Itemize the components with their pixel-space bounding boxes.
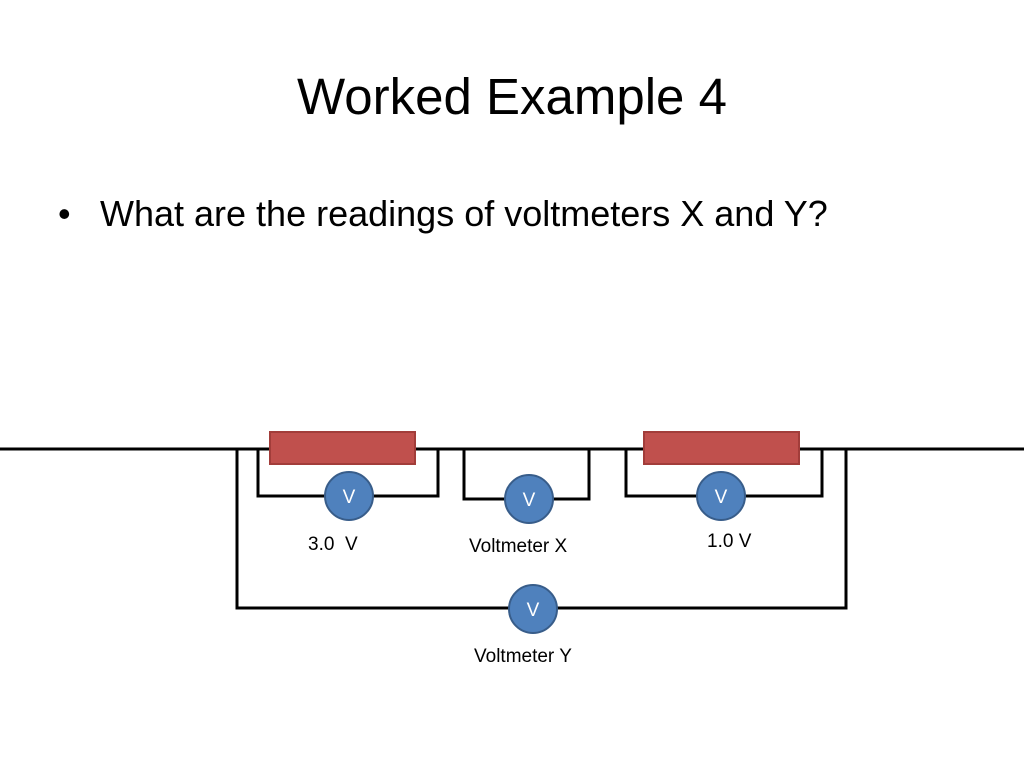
slide-title: Worked Example 4	[297, 68, 727, 125]
wires	[0, 447, 1024, 610]
voltmeter-x-symbol: V	[523, 490, 536, 511]
resistor-right	[643, 431, 800, 465]
resistor-left	[269, 431, 416, 465]
bullet-text: What are the readings of voltmeters X an…	[100, 193, 828, 234]
voltmeter-right-symbol: V	[715, 487, 728, 508]
bullet-item: • What are the readings of voltmeters X a…	[58, 190, 828, 238]
voltmeter-left-symbol: V	[343, 487, 356, 508]
label-voltmeter-x: Voltmeter X	[469, 536, 568, 557]
label-meter-right: 1.0 V	[707, 531, 752, 552]
meter-y-wire	[235, 449, 848, 610]
voltmeter-y: V	[508, 584, 558, 634]
voltmeter-left: V	[324, 471, 374, 521]
voltmeter-right: V	[696, 471, 746, 521]
label-voltmeter-y: Voltmeter Y	[474, 646, 572, 667]
label-meter-left: 3.0 V	[308, 534, 358, 555]
bullet-dot-icon: •	[58, 193, 71, 234]
voltmeter-y-symbol: V	[527, 600, 540, 621]
voltmeter-x: V	[504, 474, 554, 524]
